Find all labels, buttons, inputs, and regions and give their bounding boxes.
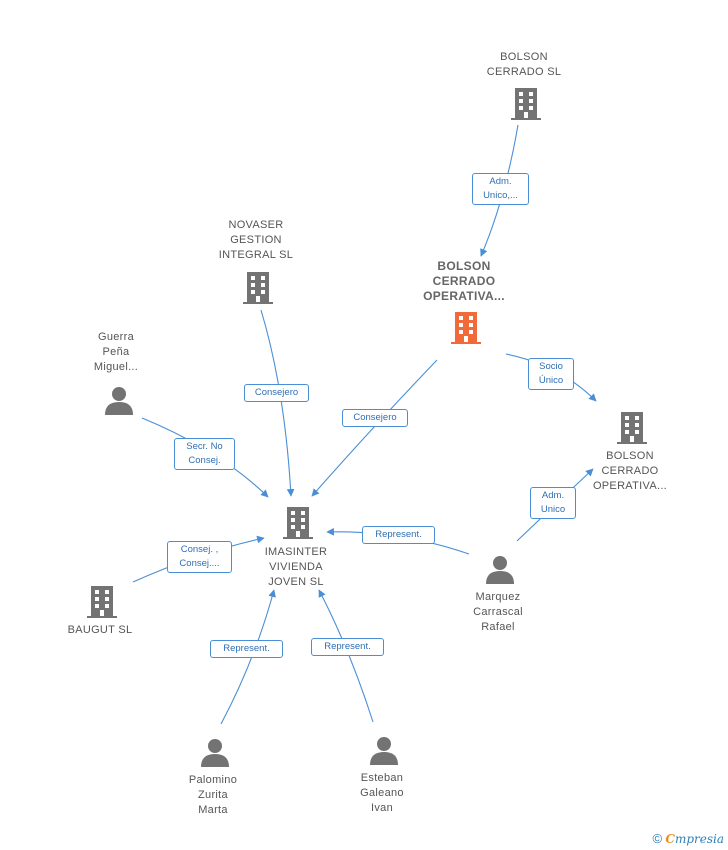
node-label-baugut[interactable]: BAUGUT SL [67,624,133,636]
building-icon[interactable] [510,86,542,120]
copyright-icon: © [652,831,663,846]
person-icon[interactable] [485,555,515,585]
edge-label-adm-unico-top: Adm. Unico,... [472,173,529,205]
person-icon[interactable] [104,386,134,416]
edge-label-consejero-novaser: Consejero [244,384,309,402]
node-label-marquez[interactable]: Marquez Carrascal Rafael [473,591,523,633]
building-icon[interactable] [282,505,314,539]
node-label-bolson-cerrado-operativa-focus[interactable]: BOLSON CERRADO OPERATIVA... [423,259,505,303]
node-label-novaser[interactable]: NOVASER GESTION INTEGRAL SL [218,219,294,261]
node-label-esteban[interactable]: Esteban Galeano Ivan [360,772,404,814]
node-label-bolson-cerrado-sl[interactable]: BOLSON CERRADO SL [486,51,562,78]
brand-footer[interactable]: © Cmpresia [652,831,724,846]
edge-label-socio-unico: Socio Único [528,358,574,390]
node-label-palomino[interactable]: Palomino Zurita Marta [188,774,238,816]
person-icon[interactable] [200,738,230,768]
building-icon[interactable] [616,410,648,444]
brand-name: mpresia [674,832,724,846]
person-icon[interactable] [369,736,399,766]
node-label-imasinter[interactable]: IMASINTER VIVIENDA JOVEN SL [264,546,328,588]
edge-label-secr-no-consej: Secr. No Consej. [174,438,235,470]
building-icon[interactable] [242,270,274,304]
building-icon[interactable] [86,584,118,618]
node-label-bolson-cerrado-operativa-right[interactable]: BOLSON CERRADO OPERATIVA... [592,450,668,492]
edge-label-represent-marquez: Represent. [362,526,435,544]
edge-label-represent-esteban: Represent. [311,638,384,656]
edge-label-consej-baugut: Consej. , Consej.... [167,541,232,573]
edge-esteban-to-imasinter [318,589,374,723]
brand-mark: C [665,832,675,846]
edge-label-adm-unico-right: Adm. Unico [530,487,576,519]
edge-novaser-to-imasinter [260,309,295,497]
node-label-guerra[interactable]: Guerra Peña Miguel... [93,331,139,373]
edge-label-consejero-focus: Consejero [342,409,408,427]
edge-label-represent-palomino: Represent. [210,640,283,658]
edge-palomino-to-imasinter [220,589,276,725]
edge-focus-to-imasinter [311,359,438,497]
building-icon[interactable] [450,310,482,344]
